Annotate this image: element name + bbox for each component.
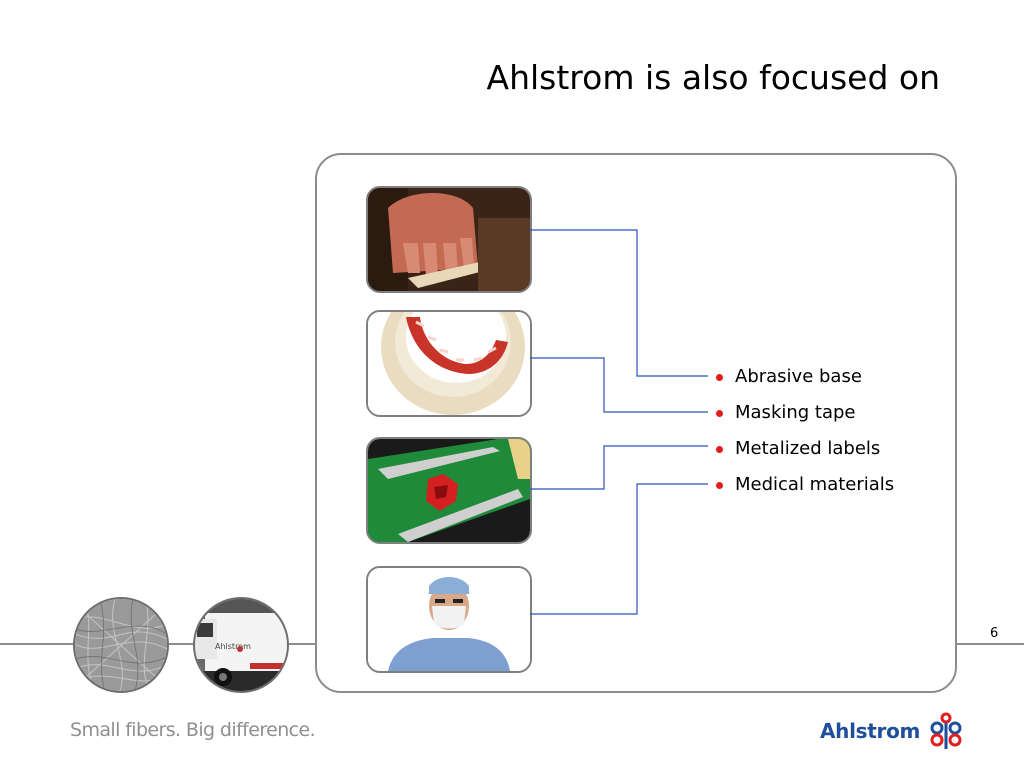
truck-photo-circle: Ahlstrom xyxy=(193,597,289,693)
fiber-texture-circle xyxy=(73,597,169,693)
metalized-labels-photo xyxy=(366,437,532,544)
medical-materials-photo xyxy=(366,566,532,673)
masking-tape-roll-photo-icon xyxy=(368,312,530,415)
metalized-label-can-photo-icon xyxy=(368,439,530,542)
bullet-label: Masking tape xyxy=(735,402,856,423)
fiber-texture-icon xyxy=(75,599,167,691)
bullet-label: Medical materials xyxy=(735,474,895,495)
truck-photo-icon: Ahlstrom xyxy=(195,599,287,691)
slide-title: Ahlstrom is also focused on xyxy=(486,58,940,97)
surgeon-mask-photo-icon xyxy=(368,568,530,671)
bullet-dot-icon xyxy=(716,410,723,417)
bullet-item: Masking tape xyxy=(716,402,894,438)
bullet-item: Metalized labels xyxy=(716,438,894,474)
bullet-dot-icon xyxy=(716,482,723,489)
masking-tape-photo xyxy=(366,310,532,417)
ahlstrom-flower-logo-icon xyxy=(930,712,962,749)
ahlstrom-logo: Ahlstrom xyxy=(820,711,966,751)
bullet-dot-icon xyxy=(716,374,723,381)
product-bullet-list: Abrasive base Masking tape Metalized lab… xyxy=(716,366,894,510)
bullet-label: Abrasive base xyxy=(735,366,862,387)
tagline: Small fibers. Big difference. xyxy=(70,719,316,741)
bullet-label: Metalized labels xyxy=(735,438,881,459)
abrasive-sanding-photo-icon xyxy=(368,188,530,291)
bullet-dot-icon xyxy=(716,446,723,453)
bullet-item: Medical materials xyxy=(716,474,894,510)
bullet-item: Abrasive base xyxy=(716,366,894,402)
logo-text: Ahlstrom xyxy=(820,719,921,743)
truck-logo-text: Ahlstrom xyxy=(215,642,251,651)
page-number: 6 xyxy=(990,626,999,641)
abrasive-sanding-photo xyxy=(366,186,532,293)
